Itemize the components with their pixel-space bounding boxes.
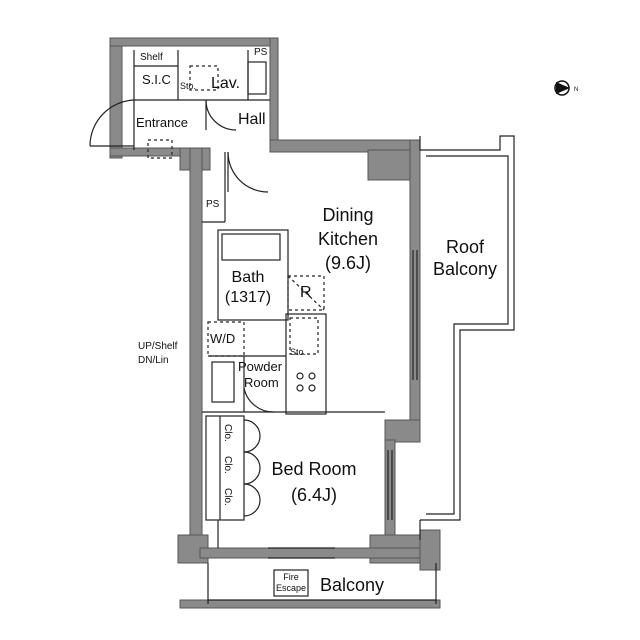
label-wd: W/D <box>210 331 236 346</box>
label-sic: S.I.C <box>142 72 171 87</box>
label-dining-area: (9.6J) <box>324 253 371 273</box>
label-bedroom: Bed Room <box>271 459 357 479</box>
label-bath: Bath <box>231 269 265 286</box>
label-escape: Escape <box>275 583 307 593</box>
label-kitchen: Kitchen <box>317 229 379 249</box>
label-fire: Fire <box>283 572 299 582</box>
label-dining: Dining <box>322 205 374 225</box>
label-shelf: Shelf <box>140 52 163 63</box>
label-entrance: Entrance <box>136 115 189 130</box>
label-clo-1: Clo. <box>222 424 233 442</box>
north-arrow-icon: N <box>554 80 578 96</box>
label-sto-kitchen: Sto. <box>290 347 307 357</box>
label-hall: Hall <box>238 111 266 128</box>
label-sto-top: Sto. <box>180 81 197 91</box>
label-roof-balcony: Balcony <box>432 259 498 279</box>
label-balcony: Balcony <box>320 575 385 595</box>
label-roof: Roof <box>445 237 485 257</box>
label-ps-mid: PS <box>206 199 220 210</box>
label-powder: Powder <box>238 359 283 374</box>
label-ps-top: PS <box>254 47 268 58</box>
label-clo-3: Clo. <box>222 488 233 506</box>
partitions <box>89 50 515 604</box>
label-bedroom-area: (6.4J) <box>290 485 337 505</box>
label-upshelf: UP/Shelf <box>138 341 178 352</box>
label-bath-size: (1317) <box>224 289 272 306</box>
north-label: N <box>574 87 578 93</box>
label-powder-room: Room <box>244 375 279 390</box>
label-lav: Lav. <box>211 75 241 92</box>
label-dnlin: DN/Lin <box>138 355 169 366</box>
label-fridge: R <box>300 284 312 301</box>
label-clo-2: Clo. <box>222 456 233 474</box>
walls <box>109 37 441 609</box>
